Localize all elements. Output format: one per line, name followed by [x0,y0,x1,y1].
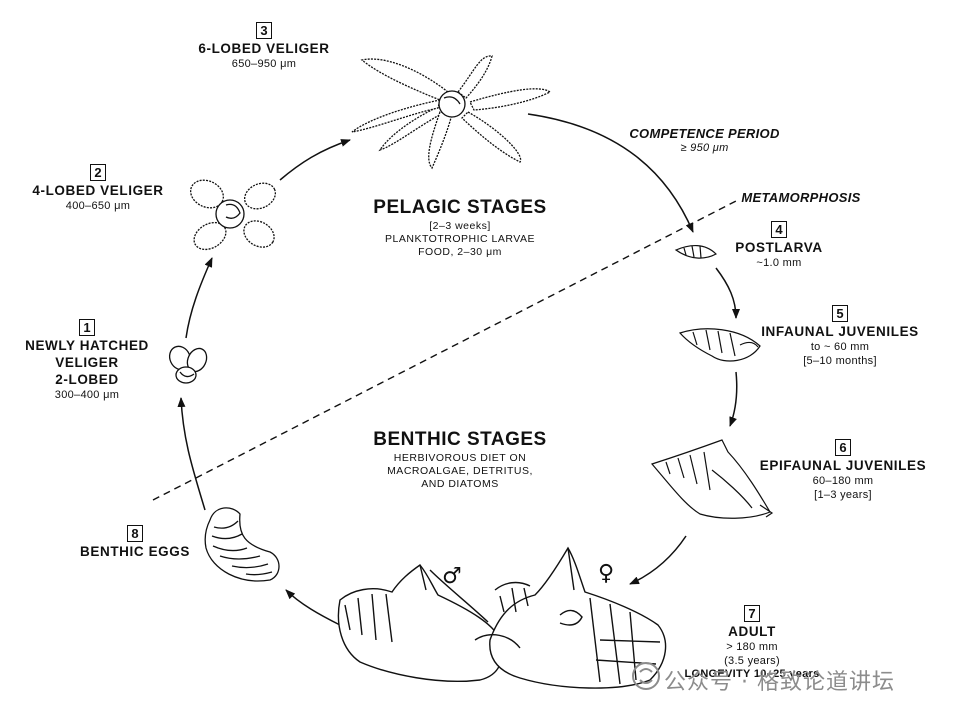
stage-4-postlarva-illustration [674,245,717,259]
stage-7-title: ADULT [728,624,776,639]
benthic-line-2: MACROALGAE, DETRITUS, [387,464,533,477]
stage-1-size: 300–400 μm [54,388,120,401]
benthic-stages-block: BENTHIC STAGES HERBIVOROUS DIET ON MACRO… [350,428,570,491]
stage-8-title: BENTHIC EGGS [80,544,190,559]
arrow-5-to-6 [729,371,738,427]
stage-5-label: 5 INFAUNAL JUVENILES to ~ 60 mm [5–10 mo… [748,304,932,368]
benthic-line-1: HERBIVOROUS DIET ON [393,451,527,464]
stage-6-duration: [1–3 years] [814,488,872,501]
stage-5-size: to ~ 60 mm [810,340,870,353]
stage-2-number-box: 2 [90,164,106,181]
stage-1-number-box: 1 [79,319,95,336]
male-symbol: ♂ [442,564,462,589]
stage-2-title: 4-LOBED VELIGER [32,183,164,198]
pelagic-stages-title: PELAGIC STAGES [373,197,547,218]
stage-3-title: 6-LOBED VELIGER [198,41,330,56]
stage-7-adult-conchs-illustration [337,546,667,689]
stage-8-egg-mass-illustration [204,507,280,582]
competence-period-title: COMPETENCE PERIOD [629,126,780,141]
pelagic-line-1: [2–3 weeks] [429,219,491,232]
arrow-4-to-5 [715,267,740,319]
metamorphosis-text: METAMORPHOSIS [741,190,861,205]
arrow-8-to-1 [177,397,206,511]
stage-8-number-box: 8 [127,525,143,542]
arrow-1-to-2 [185,257,213,339]
stage-3-size: 650–950 μm [231,57,297,70]
stage-4-number-box: 4 [771,221,787,238]
benthic-stages-title: BENTHIC STAGES [373,429,547,450]
competence-period-label: COMPETENCE PERIOD ≥ 950 μm [612,126,797,156]
stage-4-title: POSTLARVA [735,240,823,255]
watermark-icon [632,662,660,690]
stage-7-label: 7 ADULT > 180 mm (3.5 years) LONGEVITY 1… [672,604,832,682]
stage-1-veliger-illustration [168,345,208,384]
stage-5-duration: [5–10 months] [803,354,877,367]
stage-5-number-box: 5 [832,305,848,322]
stage-1-title-line-2: VELIGER [55,354,119,370]
stage-3-label: 3 6-LOBED VELIGER 650–950 μm [180,21,348,72]
metamorphosis-label: METAMORPHOSIS [726,190,876,206]
stage-6-juvenile-illustration [650,439,774,519]
stage-7-number-box: 7 [744,605,760,622]
female-symbol: ♀ [597,561,615,586]
stage-4-size: ~1.0 mm [756,256,802,269]
stage-1-label: 1 NEWLY HATCHED VELIGER 2-LOBED 300–400 … [12,318,162,402]
stage-5-title: INFAUNAL JUVENILES [761,324,919,339]
stage-5-juvenile-illustration [678,328,761,362]
stage-2-label: 2 4-LOBED VELIGER 400–650 μm [12,163,184,214]
stage-3-veliger-illustration [351,55,552,170]
pelagic-line-2: PLANKTOTROPHIC LARVAE [385,232,535,245]
stage-7-size: > 180 mm [726,640,778,653]
arrow-6-to-7 [629,535,687,585]
stage-1-title-line-3: 2-LOBED [55,371,119,387]
stage-6-size: 60–180 mm [812,474,874,487]
benthic-line-3: AND DIATOMS [421,478,499,490]
stage-8-label: 8 BENTHIC EGGS [60,524,210,561]
stage-7-duration: (3.5 years) [724,654,780,667]
stage-6-label: 6 EPIFAUNAL JUVENILES 60–180 mm [1–3 yea… [745,438,941,502]
stage-3-number-box: 3 [256,22,272,39]
arrow-7-to-8 [285,589,341,626]
stage-1-title-line-1: NEWLY HATCHED [25,338,149,353]
competence-period-value: ≥ 950 μm [680,142,729,155]
stage-2-size: 400–650 μm [65,199,131,212]
watermark-text: 公众号 · 格致论道讲坛 [664,670,895,695]
stage-6-number-box: 6 [835,439,851,456]
arrow-3-to-4 [527,113,694,233]
cycle-arrows [177,113,740,626]
stage-2-veliger-illustration [189,179,277,251]
stage-7-longevity: LONGEVITY 10–25 years [684,668,820,681]
pelagic-line-3: FOOD, 2–30 μm [418,246,502,258]
arrow-2-to-3 [279,139,351,181]
metamorphosis-divider-line [152,199,739,501]
stage-4-label: 4 POSTLARVA ~1.0 mm [726,220,832,271]
female-conch-shell [489,546,667,689]
pelagic-stages-block: PELAGIC STAGES [2–3 weeks] PLANKTOTROPHI… [350,196,570,259]
stage-6-title: EPIFAUNAL JUVENILES [759,458,927,473]
male-conch-shell [337,564,503,683]
